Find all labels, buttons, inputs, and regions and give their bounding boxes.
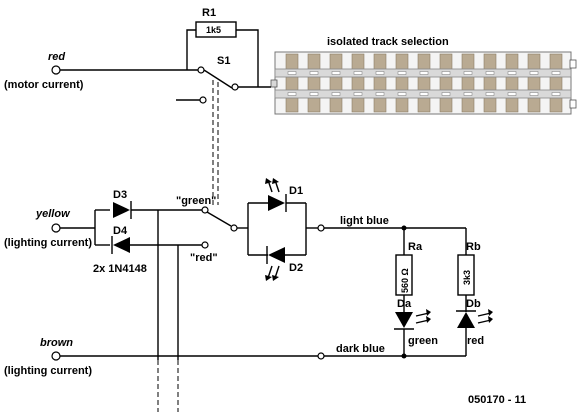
track-rail-hole <box>507 71 517 75</box>
s1-contact-a <box>231 83 239 91</box>
track-section: isolated track selection <box>270 36 577 115</box>
track-rail-holes <box>287 71 561 96</box>
lighting-current-label-2: (lighting current) <box>4 365 92 377</box>
brown-wire-label: brown <box>40 337 73 349</box>
track-sleeper <box>395 53 409 113</box>
r1-value: 1k5 <box>206 25 221 35</box>
dark-blue-label: dark blue <box>336 343 385 355</box>
rb-value: 3k3 <box>462 270 472 285</box>
track-rail-hole <box>287 71 297 75</box>
track-rail-hole <box>441 92 451 96</box>
track-rail-hole <box>353 71 363 75</box>
s1b-contact-green <box>201 206 209 214</box>
light-blue-terminal <box>317 224 325 232</box>
track-rail-hole <box>441 71 451 75</box>
lighting-current-label-1: (lighting current) <box>4 237 92 249</box>
track-title: isolated track selection <box>327 36 449 48</box>
track-rail-hole <box>463 92 473 96</box>
track-sleeper <box>505 53 519 113</box>
s1b-contact-red <box>201 241 209 249</box>
track-rail-hole <box>375 71 385 75</box>
red-wire-label: red <box>48 51 65 63</box>
track-sleeper <box>527 53 541 113</box>
d4-diode <box>111 236 130 254</box>
yellow-wire-label: yellow <box>35 208 71 220</box>
track-rail-hole <box>397 71 407 75</box>
ra-label: Ra <box>408 241 423 253</box>
red-position-label: "red" <box>190 252 218 264</box>
track-sleeper <box>439 53 453 113</box>
track-connector-left <box>270 79 278 88</box>
r1-label: R1 <box>202 7 216 19</box>
track-rail-hole <box>529 92 539 96</box>
lighting-circuit: yellow (lighting current) D3 D4 2x 1N414… <box>4 178 493 412</box>
track-sleeper <box>373 53 387 113</box>
track-sleeper <box>329 53 343 113</box>
da-label: Da <box>397 298 412 310</box>
red-terminal <box>51 65 61 75</box>
d3-label: D3 <box>113 189 127 201</box>
s1-label: S1 <box>217 55 230 67</box>
s1-lever <box>203 69 233 89</box>
track-sleeper <box>351 53 365 113</box>
track-sleeper <box>461 53 475 113</box>
track-sleeper <box>285 53 299 113</box>
da-led <box>394 309 431 330</box>
track-rail-hole <box>551 71 561 75</box>
red-led-label: red <box>467 335 484 347</box>
track-rail-hole <box>375 92 385 96</box>
green-led-label: green <box>408 335 438 347</box>
track-rail-hole <box>485 92 495 96</box>
db-label: Db <box>466 298 481 310</box>
d3-diode <box>113 201 132 219</box>
track-sleeper <box>483 53 497 113</box>
s1b-contact-common <box>230 224 238 232</box>
track-rail-hole <box>353 92 363 96</box>
s1b-lever <box>206 211 232 227</box>
track-end-cap-bottom <box>569 99 577 109</box>
green-position-label: "green" <box>176 195 216 207</box>
d2-led <box>265 246 285 281</box>
track-rail-hole <box>397 92 407 96</box>
track-rail-hole <box>507 92 517 96</box>
yellow-terminal <box>51 223 61 233</box>
figure-code: 050170 - 11 <box>468 394 526 406</box>
d1-led <box>265 178 287 212</box>
motor-circuit: red (motor current) 1k5 R1 S1 <box>4 7 271 205</box>
brown-terminal <box>51 351 61 361</box>
ra-value: 560 Ω <box>400 268 410 293</box>
track-sleeper <box>417 53 431 113</box>
d4-label: D4 <box>113 225 128 237</box>
track-rail-hole <box>331 92 341 96</box>
track-rail-hole <box>485 71 495 75</box>
track-sleeper <box>549 53 563 113</box>
d1-label: D1 <box>289 185 303 197</box>
track-rail-hole <box>309 71 319 75</box>
track-rail-hole <box>551 92 561 96</box>
track-end-cap-top <box>569 59 577 69</box>
track-rail-hole <box>419 71 429 75</box>
track-sleeper <box>307 53 321 113</box>
track-rail-hole <box>419 92 429 96</box>
dark-blue-terminal <box>317 352 325 360</box>
track-rail-hole <box>529 71 539 75</box>
rb-label: Rb <box>466 241 481 253</box>
track-rail-hole <box>309 92 319 96</box>
d2-label: D2 <box>289 262 303 274</box>
light-blue-label: light blue <box>340 215 389 227</box>
s1-contact-common <box>197 66 205 74</box>
track-rail-hole <box>463 71 473 75</box>
track-rail-hole <box>331 71 341 75</box>
s1-contact-b <box>199 96 207 104</box>
diode-part-number: 2x 1N4148 <box>93 263 147 275</box>
db-led <box>456 309 493 328</box>
track-rail-hole <box>287 92 297 96</box>
motor-current-label: (motor current) <box>4 79 84 91</box>
